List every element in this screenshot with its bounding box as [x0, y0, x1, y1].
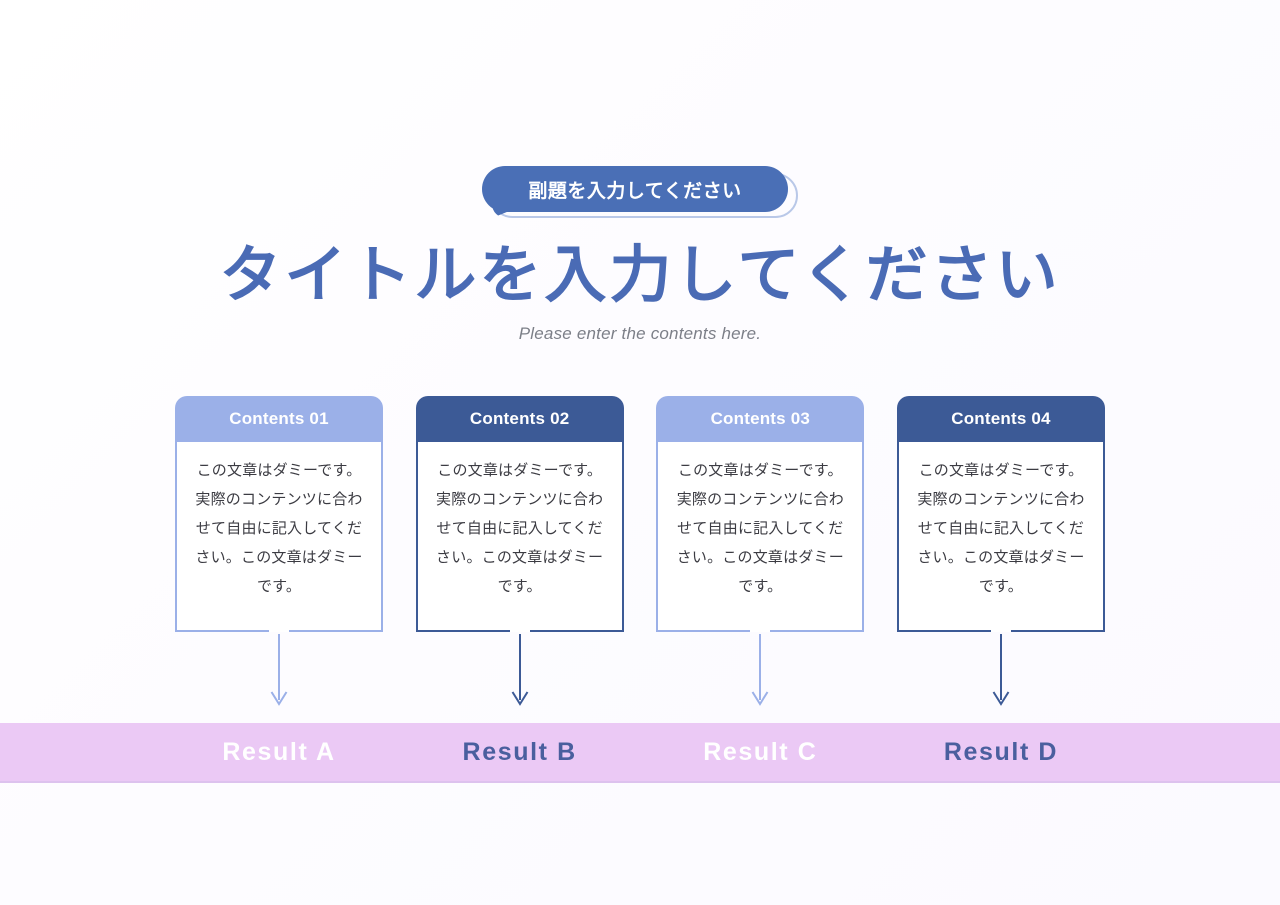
- contents-card-text: この文章はダミーです。実際のコンテンツに合わせて自由に記入してください。この文章…: [676, 462, 844, 595]
- contents-card-text: この文章はダミーです。実際のコンテンツに合わせて自由に記入してください。この文章…: [436, 462, 604, 595]
- card-border-left: [175, 442, 177, 632]
- contents-card[interactable]: Contents 04 この文章はダミーです。実際のコンテンツに合わせて自由に記…: [896, 396, 1105, 636]
- down-arrow-icon: [992, 634, 1010, 706]
- result-label: Result B: [462, 737, 577, 766]
- contents-card[interactable]: Contents 01 この文章はダミーです。実際のコンテンツに合わせて自由に記…: [175, 396, 383, 636]
- contents-card-header: Contents 02: [415, 396, 624, 442]
- card-border-bottom-right: [529, 630, 624, 632]
- contents-card-header: Contents 04: [896, 396, 1105, 442]
- card-border-right: [862, 442, 865, 632]
- subtitle-pill-label: 副題を入力してください: [528, 180, 742, 202]
- contents-card-header: Contents 03: [656, 396, 865, 442]
- contents-card-title: Contents 02: [469, 409, 570, 428]
- card-border-left: [415, 442, 418, 632]
- subtitle-pill-container: 副題を入力してください: [0, 166, 1280, 218]
- card-border-left: [896, 442, 899, 632]
- connector-arrow-row: [175, 634, 1105, 724]
- connector-arrow-slot: [897, 634, 1105, 724]
- down-arrow-icon: [751, 634, 769, 706]
- contents-card-body: この文章はダミーです。実際のコンテンツに合わせて自由に記入してください。この文章…: [415, 442, 624, 632]
- contents-card-text: この文章はダミーです。実際のコンテンツに合わせて自由に記入してください。この文章…: [917, 462, 1085, 595]
- contents-card-title: Contents 01: [229, 409, 329, 428]
- result-label: Result D: [943, 737, 1059, 766]
- card-border-right: [1102, 442, 1105, 632]
- result-label: Result A: [222, 737, 336, 766]
- card-border-bottom-left: [175, 630, 269, 632]
- down-arrow-icon: [270, 634, 288, 706]
- results-band: Result A Result B Result C Result D: [0, 723, 1280, 783]
- card-border-right: [621, 442, 624, 632]
- page-subtitle: Please enter the contents here.: [518, 324, 762, 343]
- contents-card[interactable]: Contents 02 この文章はダミーです。実際のコンテンツに合わせて自由に記…: [415, 396, 624, 636]
- connector-arrow-slot: [656, 634, 864, 724]
- contents-card[interactable]: Contents 03 この文章はダミーです。実際のコンテンツに合わせて自由に記…: [656, 396, 865, 636]
- contents-card-title: Contents 04: [951, 409, 1051, 428]
- contents-card-row: Contents 01 この文章はダミーです。実際のコンテンツに合わせて自由に記…: [175, 396, 1105, 636]
- contents-card-text: この文章はダミーです。実際のコンテンツに合わせて自由に記入してください。この文章…: [195, 462, 363, 595]
- contents-card-body: この文章はダミーです。実際のコンテンツに合わせて自由に記入してください。この文章…: [896, 442, 1105, 632]
- card-border-right: [381, 442, 383, 632]
- subtitle-pill-stack: 副題を入力してください: [482, 166, 798, 218]
- connector-arrow-slot: [416, 634, 624, 724]
- page-title: タイトルを入力してください: [219, 241, 1061, 310]
- down-arrow-icon: [511, 634, 529, 706]
- card-border-left: [656, 442, 659, 632]
- card-border-bottom-left: [415, 630, 510, 632]
- contents-card-title: Contents 03: [710, 409, 811, 428]
- result-label: Result C: [703, 737, 818, 766]
- card-border-bottom-right: [1010, 630, 1105, 632]
- results-band-inner: Result A Result B Result C Result D: [175, 723, 1105, 781]
- contents-card-body: この文章はダミーです。実際のコンテンツに合わせて自由に記入してください。この文章…: [175, 442, 383, 632]
- contents-card-header: Contents 01: [175, 396, 383, 442]
- card-border-bottom-right: [289, 630, 383, 632]
- connector-arrow-slot: [175, 634, 383, 724]
- card-border-bottom-left: [656, 630, 751, 632]
- subtitle-pill[interactable]: 副題を入力してください: [482, 166, 788, 212]
- card-border-bottom-left: [896, 630, 991, 632]
- card-border-bottom-right: [770, 630, 865, 632]
- contents-card-body: この文章はダミーです。実際のコンテンツに合わせて自由に記入してください。この文章…: [656, 442, 865, 632]
